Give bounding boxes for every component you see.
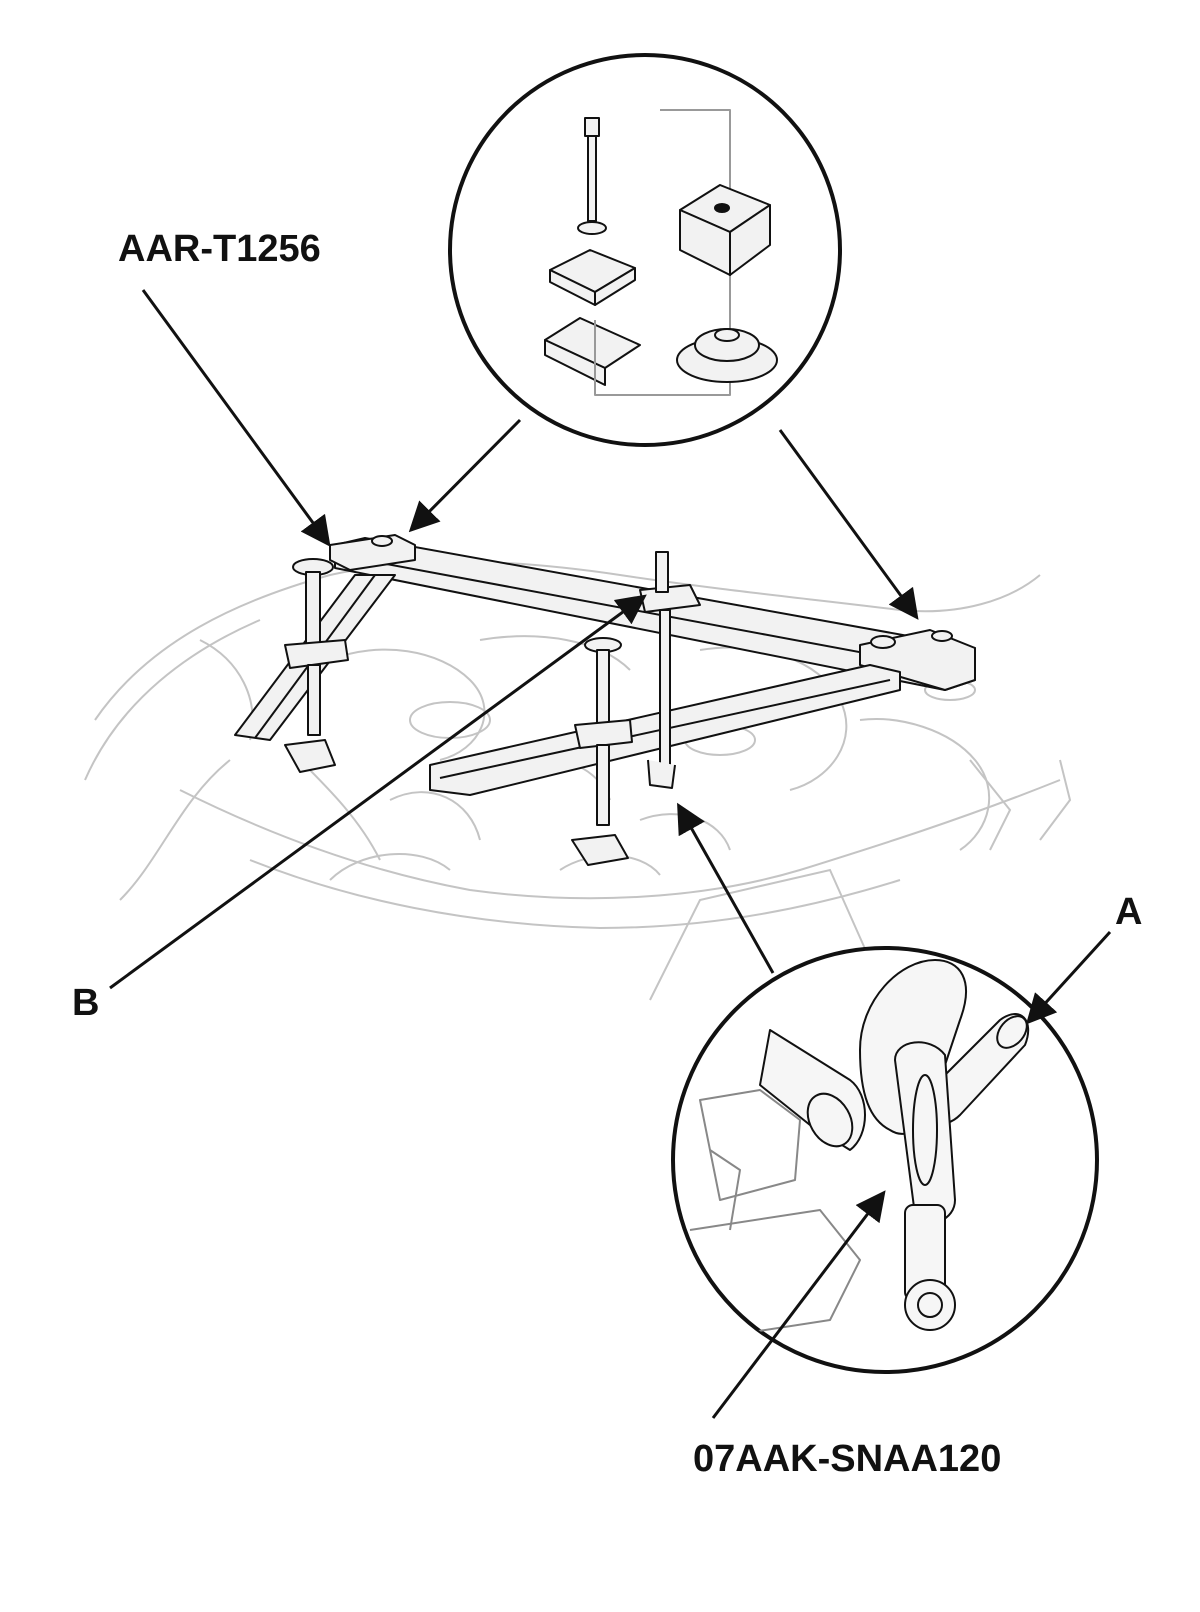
tool-support-label: AAR-T1256 [118, 228, 321, 270]
left-foot-pad [284, 739, 336, 773]
left-clamp [284, 639, 349, 669]
leader-tool-support [141, 289, 331, 547]
callout-a-label: A [1115, 891, 1143, 933]
bottom-detail-inset [671, 946, 1099, 1374]
bolt-head [584, 117, 600, 137]
engine-bay-background [84, 560, 1072, 1001]
arrow-top-left [408, 418, 522, 533]
leader-b [109, 594, 647, 990]
front-clamp [574, 719, 633, 749]
bolt-shank [587, 135, 597, 222]
tool-hook-label: 07AAK-SNAA120 [693, 1438, 1002, 1480]
top-detail-inset [448, 53, 842, 447]
washer [577, 221, 607, 235]
leader-lines [109, 289, 1112, 1419]
arrow-top-right [778, 429, 919, 620]
arrow-to-hook [677, 802, 775, 974]
center-hook-end [647, 759, 676, 789]
leader-tool-hook [711, 1190, 886, 1419]
callout-b-label: B [72, 982, 100, 1024]
leader-a [1025, 930, 1112, 1025]
support-tool [234, 534, 976, 866]
front-foot-pad [571, 834, 629, 866]
left-end-bracket [329, 534, 416, 571]
